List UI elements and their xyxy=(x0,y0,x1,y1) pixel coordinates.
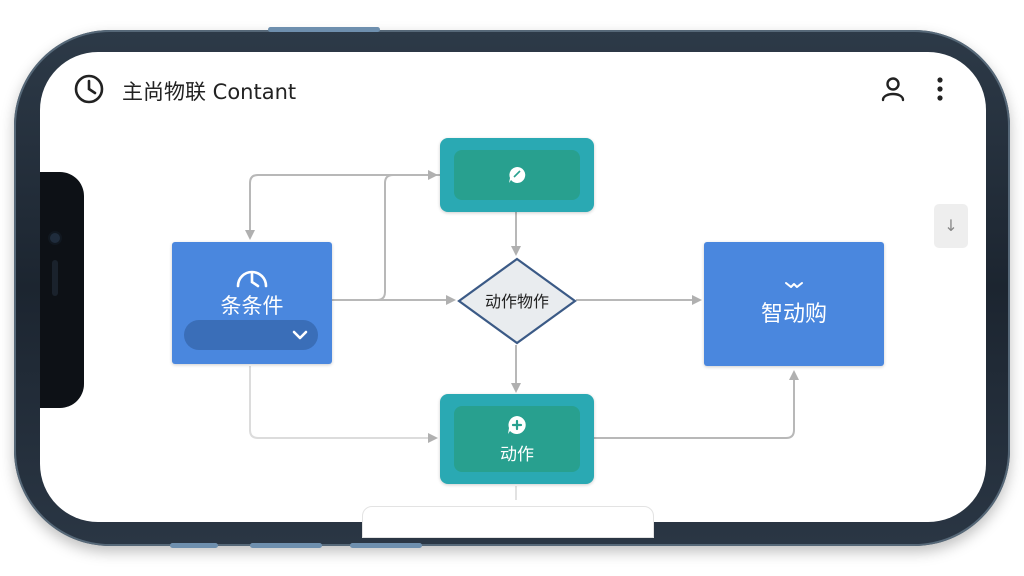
add-bubble-icon xyxy=(508,415,526,434)
bottom-action-node[interactable]: 动作 xyxy=(440,394,594,484)
connector-top-to-condition xyxy=(245,174,440,240)
more-vert-icon[interactable] xyxy=(930,74,950,104)
decision-node[interactable] xyxy=(456,256,578,346)
chat-bubble-icon xyxy=(509,166,526,183)
front-camera xyxy=(50,233,60,243)
chevron-icon xyxy=(785,282,803,288)
condition-label: 条条件 xyxy=(220,294,284,318)
top-action-node[interactable] xyxy=(440,138,594,212)
phone-side-button xyxy=(350,543,422,548)
chevron-down-icon xyxy=(292,330,308,340)
condition-node[interactable]: 条条件 xyxy=(172,242,332,364)
phone-volume-button xyxy=(268,27,380,32)
result-node[interactable]: 智动购 xyxy=(704,242,884,366)
earpiece-speaker xyxy=(52,260,58,296)
decision-label: 动作物作 xyxy=(484,292,549,311)
connector-condition-to-top xyxy=(332,170,438,301)
bottom-action-label: 动作 xyxy=(500,444,534,465)
person-icon[interactable] xyxy=(878,74,908,104)
clock-icon[interactable] xyxy=(72,72,106,106)
bottom-sheet[interactable] xyxy=(362,506,654,538)
page-title: 主尚物联 Contant xyxy=(122,80,297,104)
connector-bottom-to-result xyxy=(594,370,799,439)
phone-notch xyxy=(40,172,84,408)
phone-side-button xyxy=(250,543,322,548)
result-label: 智动购 xyxy=(760,302,827,327)
condition-dropdown[interactable] xyxy=(184,320,318,350)
arrow-down-icon: ↓ xyxy=(944,216,958,235)
connector-condition-to-bottom xyxy=(249,366,438,443)
scroll-down-button[interactable]: ↓ xyxy=(934,204,968,248)
phone-side-button xyxy=(170,543,218,548)
clock-icon xyxy=(236,270,268,288)
